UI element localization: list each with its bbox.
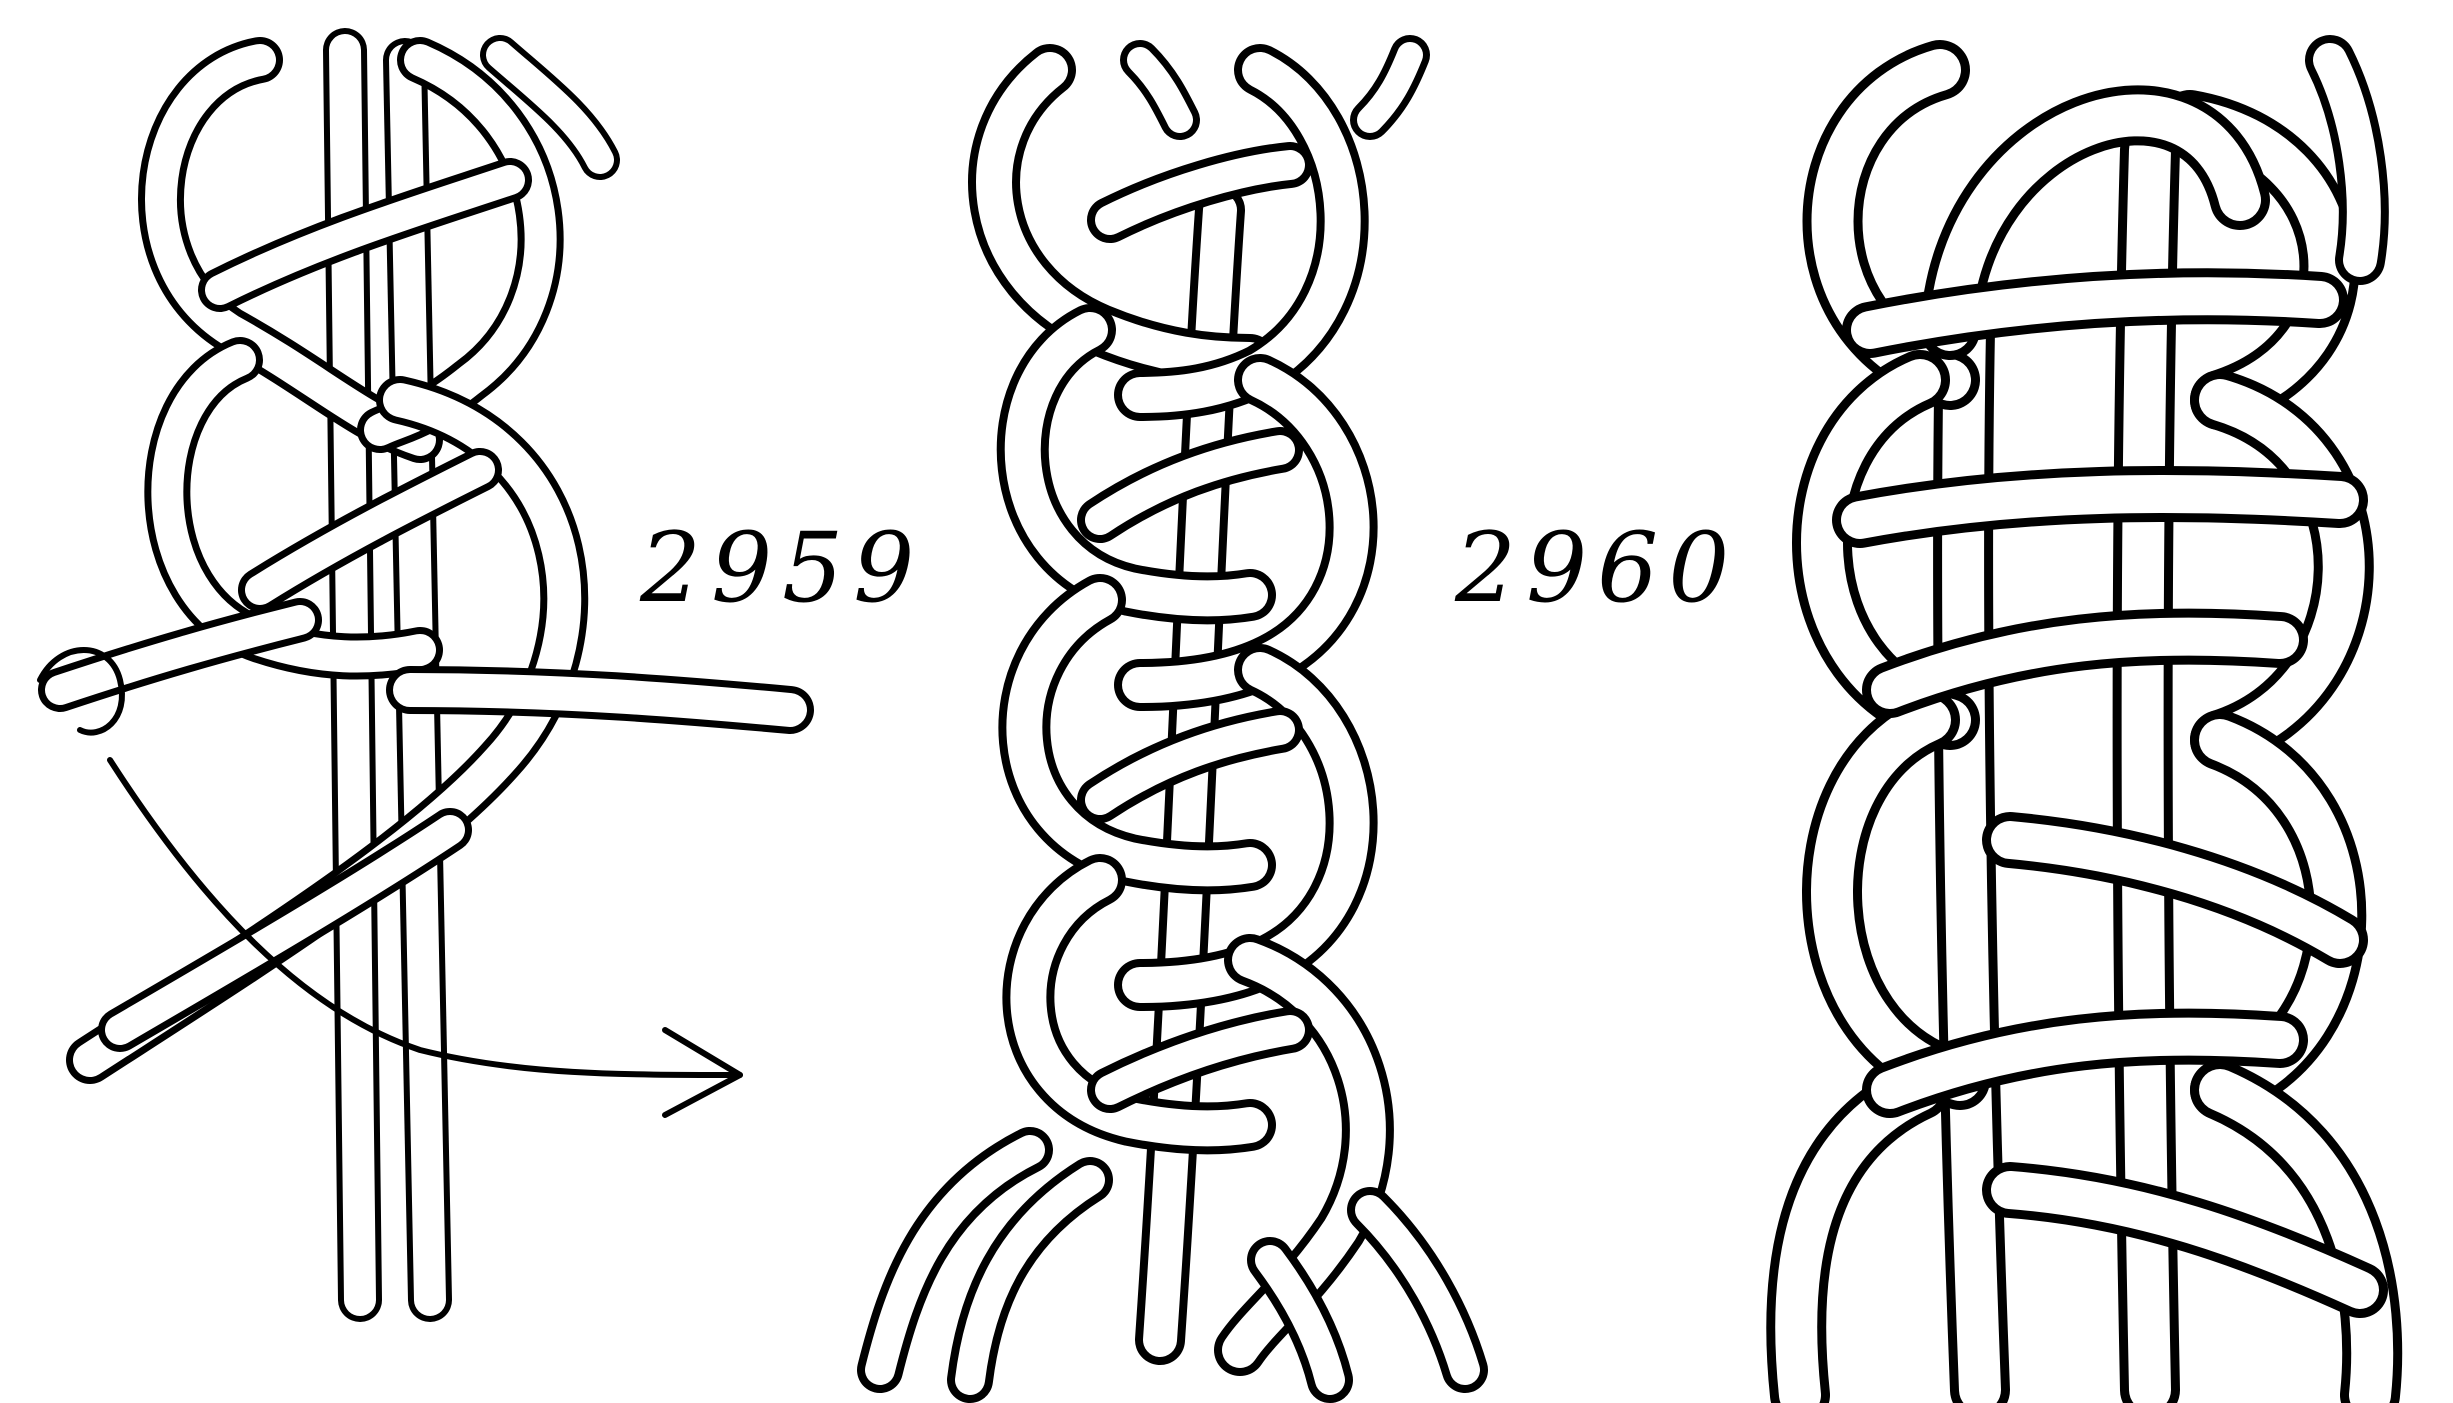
figure-flat-sennit-drawing bbox=[1720, 0, 2453, 1403]
right-outer-lobes bbox=[2190, 60, 2372, 1395]
figure-2960-drawing bbox=[840, 0, 1720, 1403]
figure-flat-sennit bbox=[1720, 0, 2453, 1403]
figure-2959-drawing bbox=[0, 0, 840, 1403]
figure-2960-finished-plait bbox=[840, 0, 1720, 1403]
figure-label-2960: 2960 bbox=[1455, 520, 1739, 616]
figure-2959-braid-in-progress bbox=[0, 0, 840, 1403]
figure-label-2959: 2959 bbox=[640, 520, 924, 616]
